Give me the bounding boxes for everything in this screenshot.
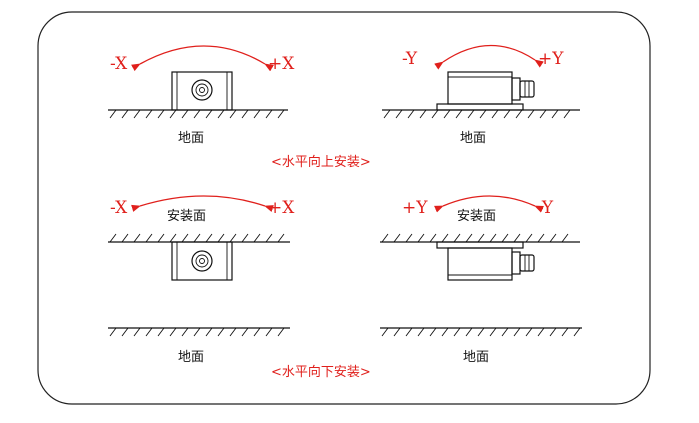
- rotation-arrow: [131, 195, 274, 213]
- sensor-side-view: [436, 71, 535, 111]
- mounting-surface-label: 安装面: [167, 209, 206, 224]
- minus-x-label: -X: [110, 198, 128, 218]
- ground-hatch: [382, 109, 580, 119]
- ground-label: 地面: [178, 131, 204, 146]
- bottom-right-panel: +Y -Y 安装面 地面: [380, 195, 582, 365]
- sensor-front-view: [171, 71, 233, 111]
- mounting-surface-hatch: [380, 233, 580, 243]
- rotation-arrow: [131, 45, 274, 72]
- ground-label: 地面: [178, 350, 204, 365]
- rotation-arrow: [434, 195, 544, 213]
- plus-y-label: +Y: [402, 198, 428, 218]
- plus-y-label: +Y: [538, 49, 564, 69]
- mounting-surface-hatch: [108, 233, 290, 243]
- diagram-frame: [37, 11, 651, 405]
- ground-hatch: [108, 109, 288, 119]
- mounting-surface-label: 安装面: [457, 209, 496, 224]
- minus-x-label: -X: [110, 54, 128, 74]
- plus-x-label: +X: [268, 54, 295, 74]
- ground-label: 地面: [463, 350, 489, 365]
- sensor-side-view: [436, 241, 535, 281]
- top-left-panel: -X +X 地面: [108, 45, 295, 146]
- plus-x-label: +X: [268, 198, 295, 218]
- rotation-arrow: [434, 44, 544, 70]
- sensor-front-view: [171, 241, 233, 281]
- minus-y-label: -Y: [402, 49, 418, 69]
- caption-downward: <水平向下安装>: [271, 364, 371, 380]
- ground-hatch: [108, 327, 290, 337]
- minus-y-label: -Y: [538, 198, 554, 218]
- caption-upward: <水平向上安装>: [271, 154, 371, 170]
- ground-label: 地面: [460, 131, 486, 146]
- ground-hatch: [380, 327, 582, 337]
- top-right-panel: -Y +Y 地面: [382, 44, 580, 146]
- bottom-left-panel: -X +X 安装面 地面: [108, 195, 295, 365]
